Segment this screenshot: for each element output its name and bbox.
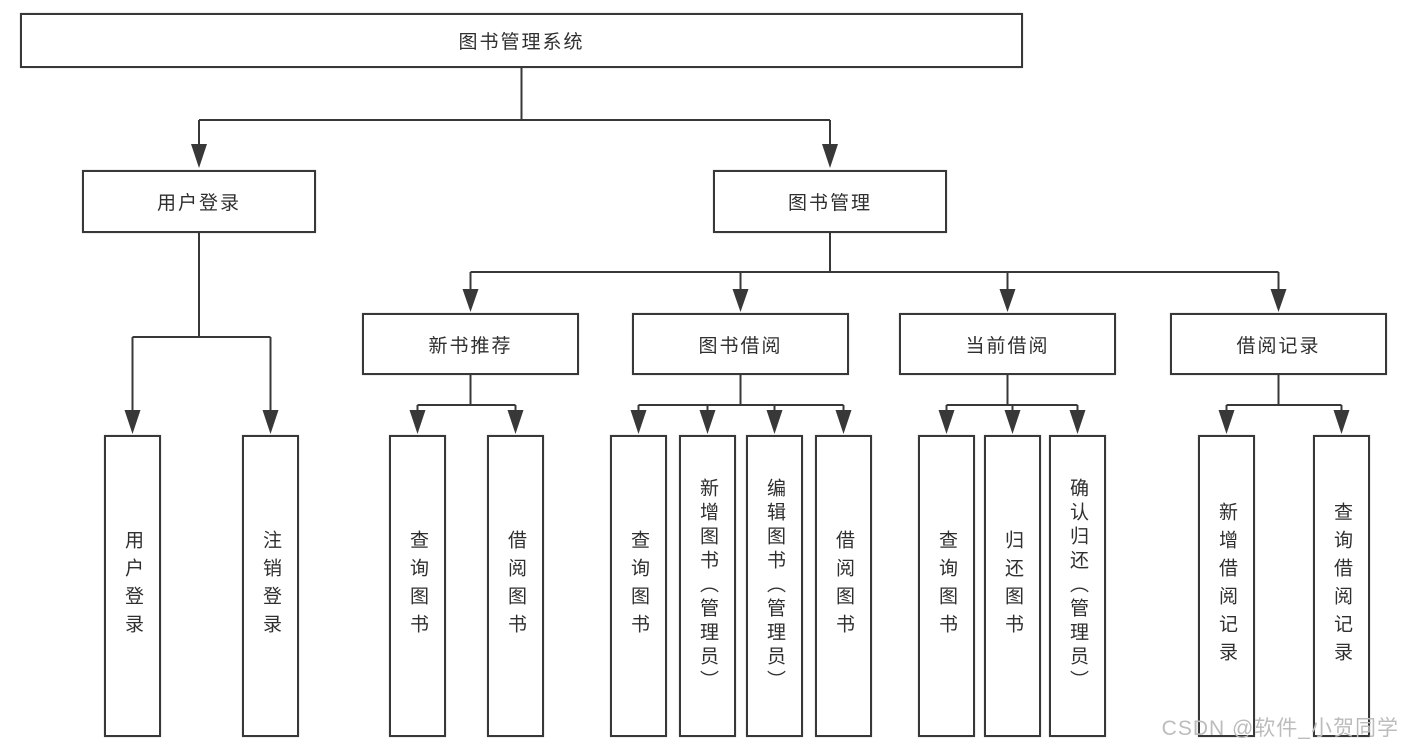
leaf-logout: 注销登录 bbox=[242, 435, 299, 737]
leaf-cb-confirm-return-admin-label: 确认归还（管理员） bbox=[1067, 478, 1088, 694]
node-book-borrow-label: 图书借阅 bbox=[698, 335, 783, 357]
node-new-book-recommend-label: 新书推荐 bbox=[428, 335, 513, 357]
node-borrow-records-label: 借阅记录 bbox=[1236, 335, 1321, 357]
leaf-bb-borrow-books: 借阅图书 bbox=[815, 435, 872, 737]
leaf-nbr-borrow-books-label: 借阅图书 bbox=[505, 530, 526, 642]
leaf-cb-return-books-label: 归还图书 bbox=[1002, 530, 1023, 642]
node-root-label: 图书管理系统 bbox=[458, 32, 585, 53]
node-user-login: 用户登录 bbox=[82, 170, 316, 233]
node-new-book-recommend: 新书推荐 bbox=[362, 313, 579, 375]
node-book-management: 图书管理 bbox=[713, 170, 947, 233]
node-current-borrow-label: 当前借阅 bbox=[965, 335, 1050, 357]
node-book-borrow: 图书借阅 bbox=[632, 313, 849, 375]
arrowheads bbox=[124, 144, 1350, 434]
leaf-user-login-label: 用户登录 bbox=[122, 530, 143, 642]
leaf-logout-label: 注销登录 bbox=[260, 530, 281, 642]
leaf-cb-confirm-return-admin: 确认归还（管理员） bbox=[1049, 435, 1106, 737]
leaf-bb-query-books-label: 查询图书 bbox=[628, 530, 649, 642]
node-user-login-label: 用户登录 bbox=[156, 193, 241, 214]
leaf-nbr-query-books-label: 查询图书 bbox=[407, 530, 428, 642]
leaf-br-query-record: 查询借阅记录 bbox=[1313, 435, 1370, 737]
leaf-bb-edit-books-admin: 编辑图书（管理员） bbox=[746, 435, 803, 737]
leaf-bb-borrow-books-label: 借阅图书 bbox=[833, 530, 854, 642]
leaf-bb-edit-books-admin-label: 编辑图书（管理员） bbox=[764, 478, 785, 694]
leaf-nbr-borrow-books: 借阅图书 bbox=[487, 435, 544, 737]
leaf-br-add-record-label: 新增借阅记录 bbox=[1216, 502, 1237, 670]
node-current-borrow: 当前借阅 bbox=[899, 313, 1116, 375]
node-borrow-records: 借阅记录 bbox=[1170, 313, 1387, 375]
leaf-br-add-record: 新增借阅记录 bbox=[1198, 435, 1255, 737]
leaf-bb-add-books-admin: 新增图书（管理员） bbox=[679, 435, 736, 737]
node-book-management-label: 图书管理 bbox=[787, 193, 872, 214]
leaf-nbr-query-books: 查询图书 bbox=[389, 435, 446, 737]
leaf-cb-query-books: 查询图书 bbox=[918, 435, 975, 737]
leaf-br-query-record-label: 查询借阅记录 bbox=[1331, 502, 1352, 670]
watermark: CSDN @软件_小贺同学 bbox=[1161, 717, 1399, 740]
leaf-user-login: 用户登录 bbox=[104, 435, 161, 737]
leaf-bb-add-books-admin-label: 新增图书（管理员） bbox=[697, 478, 718, 694]
node-root: 图书管理系统 bbox=[20, 13, 1023, 68]
leaf-bb-query-books: 查询图书 bbox=[610, 435, 667, 737]
leaf-cb-return-books: 归还图书 bbox=[984, 435, 1041, 737]
leaf-cb-query-books-label: 查询图书 bbox=[936, 530, 957, 642]
